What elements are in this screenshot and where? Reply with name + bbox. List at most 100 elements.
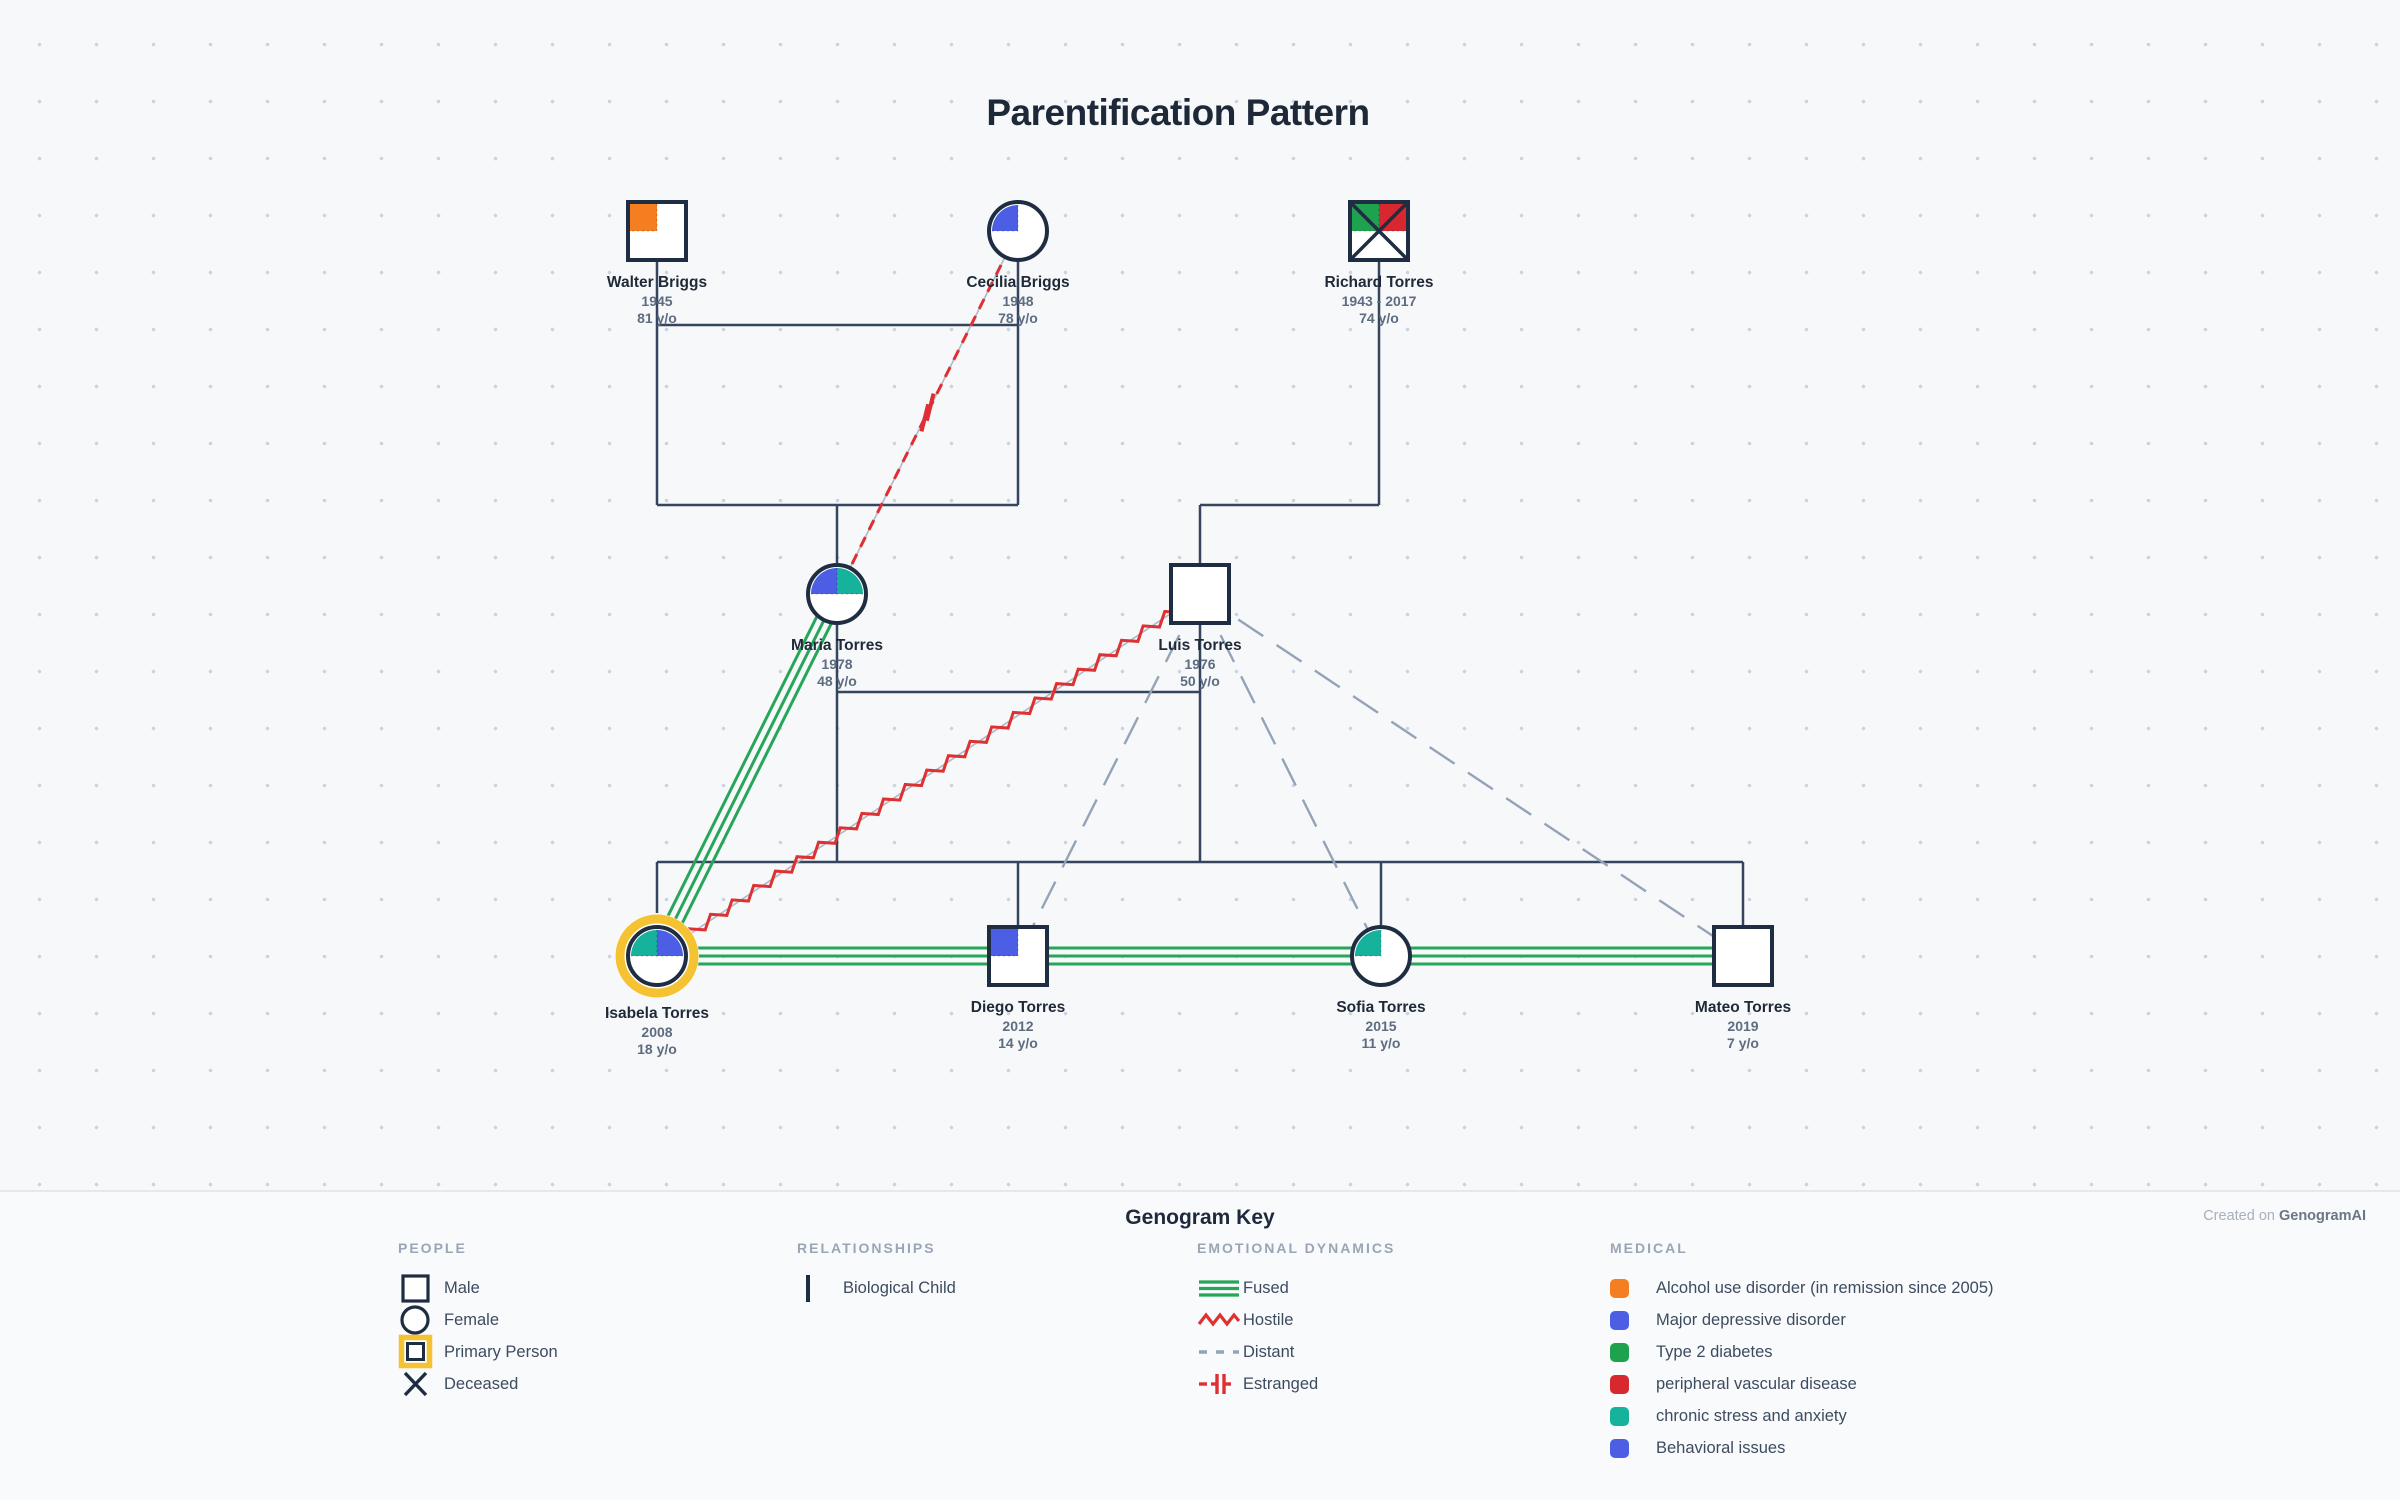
key-item-fused: Fused bbox=[1197, 1272, 1395, 1304]
key-item-hostile: Hostile bbox=[1197, 1304, 1395, 1336]
family-structure-line bbox=[655, 262, 1020, 563]
key-item-label: Male bbox=[444, 1278, 480, 1297]
svg-text:Cecilia Briggs: Cecilia Briggs bbox=[966, 274, 1069, 291]
male-icon bbox=[398, 1271, 444, 1305]
key-item-label: Distant bbox=[1243, 1342, 1295, 1361]
attribution: Created on GenogramAI bbox=[2203, 1208, 2366, 1224]
key-item-major-depressive-disorder: Major depressive disorder bbox=[1610, 1304, 1994, 1336]
key-item-label: chronic stress and anxiety bbox=[1656, 1406, 1847, 1425]
svg-text:1943 - 2017: 1943 - 2017 bbox=[1342, 293, 1417, 309]
person-node-diego[interactable] bbox=[987, 925, 1049, 987]
svg-text:Diego Torres: Diego Torres bbox=[971, 999, 1065, 1016]
svg-text:74 y/o: 74 y/o bbox=[1359, 310, 1399, 326]
key-header-people: PEOPLE bbox=[398, 1240, 467, 1256]
key-header-emotional: EMOTIONAL DYNAMICS bbox=[1197, 1240, 1396, 1256]
svg-text:2019: 2019 bbox=[1727, 1018, 1758, 1034]
key-item-label: Hostile bbox=[1243, 1310, 1294, 1329]
svg-text:11 y/o: 11 y/o bbox=[1362, 1035, 1401, 1051]
person-node-luis[interactable] bbox=[1169, 563, 1231, 625]
key-item-label: Major depressive disorder bbox=[1656, 1310, 1846, 1329]
key-item-biological-child: Biological Child bbox=[797, 1272, 956, 1304]
diagram-title: Parentification Pattern bbox=[986, 92, 1370, 133]
key-item-peripheral-vascular-disease: peripheral vascular disease bbox=[1610, 1368, 1994, 1400]
distant-relationship-line bbox=[1198, 593, 1383, 957]
hostile-relationship-line bbox=[655, 592, 1201, 957]
key-item-label: Behavioral issues bbox=[1656, 1438, 1786, 1457]
fused-relationship-line bbox=[648, 589, 846, 961]
svg-text:Luis Torres: Luis Torres bbox=[1158, 637, 1241, 654]
key-item-label: Estranged bbox=[1243, 1374, 1319, 1393]
key-item-chronic-stress-and-anxiety: chronic stress and anxiety bbox=[1610, 1400, 1994, 1432]
svg-text:2008: 2008 bbox=[641, 1024, 672, 1040]
person-node-sofia[interactable] bbox=[1350, 925, 1412, 987]
key-item-female: Female bbox=[398, 1304, 558, 1336]
medical-color-swatch bbox=[1610, 1374, 1656, 1394]
svg-text:Walter Briggs: Walter Briggs bbox=[607, 274, 707, 291]
key-item-male: Male bbox=[398, 1272, 558, 1304]
family-structure-line bbox=[655, 625, 1745, 925]
key-item-behavioral-issues: Behavioral issues bbox=[1610, 1432, 1994, 1464]
person-node-mateo[interactable] bbox=[1712, 925, 1774, 987]
person-node-walter[interactable] bbox=[626, 200, 688, 262]
medical-color-swatch bbox=[1610, 1310, 1656, 1330]
key-section-relationships: RELATIONSHIPS Biological Child bbox=[797, 1240, 956, 1304]
key-items-medical: Alcohol use disorder (in remission since… bbox=[1610, 1272, 1994, 1464]
female-icon bbox=[398, 1303, 444, 1337]
key-item-estranged: Estranged bbox=[1197, 1368, 1395, 1400]
key-item-type-2-diabetes: Type 2 diabetes bbox=[1610, 1336, 1994, 1368]
person-node-cecilia[interactable] bbox=[987, 200, 1049, 262]
person-node-maria[interactable] bbox=[806, 563, 868, 625]
medical-color-swatch bbox=[1610, 1406, 1656, 1426]
genogram-key: Genogram Key Created on GenogramAI PEOPL… bbox=[0, 1190, 2400, 1500]
svg-text:1978: 1978 bbox=[821, 656, 852, 672]
key-item-deceased: Deceased bbox=[398, 1368, 558, 1400]
person-node-isabela[interactable] bbox=[615, 914, 699, 998]
hostile-icon bbox=[1197, 1305, 1243, 1335]
estranged-icon bbox=[1197, 1369, 1243, 1399]
fused-icon bbox=[1197, 1273, 1243, 1303]
key-item-label: Fused bbox=[1243, 1278, 1289, 1297]
bio-child-icon bbox=[797, 1271, 843, 1305]
key-item-alcohol-use-disorder-in-remission-since-2005: Alcohol use disorder (in remission since… bbox=[1610, 1272, 1994, 1304]
svg-text:50 y/o: 50 y/o bbox=[1180, 673, 1220, 689]
svg-text:14 y/o: 14 y/o bbox=[998, 1035, 1038, 1051]
key-item-label: Alcohol use disorder (in remission since… bbox=[1656, 1278, 1994, 1297]
svg-text:Richard Torres: Richard Torres bbox=[1324, 274, 1433, 291]
key-item-label: Primary Person bbox=[444, 1342, 558, 1361]
person-node-richard[interactable] bbox=[1348, 200, 1410, 262]
key-item-label: Deceased bbox=[444, 1374, 519, 1393]
svg-text:1948: 1948 bbox=[1002, 293, 1033, 309]
key-title: Genogram Key bbox=[1125, 1206, 1275, 1229]
svg-text:1976: 1976 bbox=[1184, 656, 1215, 672]
key-header-relationships: RELATIONSHIPS bbox=[797, 1240, 936, 1256]
key-item-label: Female bbox=[444, 1310, 500, 1329]
medical-color-swatch bbox=[1610, 1438, 1656, 1458]
primary-icon bbox=[398, 1334, 444, 1370]
key-items-relationships: Biological Child bbox=[797, 1272, 956, 1304]
svg-text:2015: 2015 bbox=[1365, 1018, 1396, 1034]
svg-text:48 y/o: 48 y/o bbox=[817, 673, 857, 689]
key-header-medical: MEDICAL bbox=[1610, 1240, 1688, 1256]
svg-text:Mateo Torres: Mateo Torres bbox=[1695, 999, 1791, 1016]
family-structure-line bbox=[1198, 262, 1381, 563]
attribution-brand: GenogramAI bbox=[2278, 1208, 2366, 1224]
svg-text:Isabela Torres: Isabela Torres bbox=[605, 1005, 709, 1022]
svg-text:7 y/o: 7 y/o bbox=[1727, 1035, 1759, 1051]
distant-icon bbox=[1197, 1337, 1243, 1367]
fused-relationship-line bbox=[657, 946, 1743, 966]
key-item-label: Biological Child bbox=[843, 1278, 956, 1297]
svg-text:Sofia Torres: Sofia Torres bbox=[1336, 999, 1425, 1016]
